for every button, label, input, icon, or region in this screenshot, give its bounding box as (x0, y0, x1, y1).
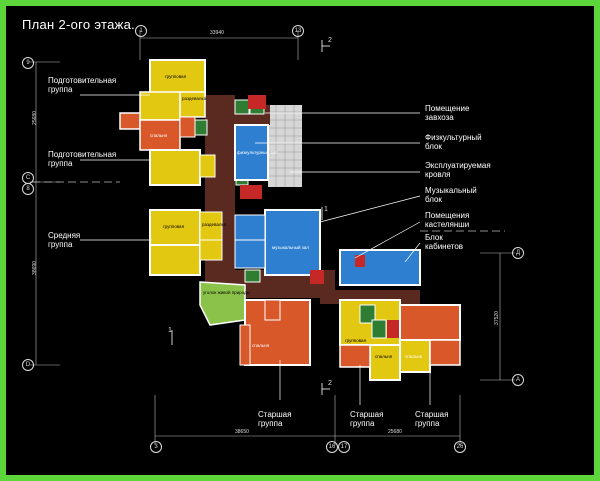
label-senior-group-2: Старшая группа (350, 410, 384, 428)
axis-right-1: Д (512, 247, 524, 259)
room-bedroom-top: спальня (150, 133, 168, 138)
room-gym-hall: физкультурный зал (237, 150, 278, 155)
axis-left-4: D (22, 359, 34, 371)
music-block (234, 209, 324, 284)
axis-left-3: 8 (22, 183, 34, 195)
middle-group-block (149, 209, 223, 276)
axis-bottom-1: 3 (150, 441, 162, 453)
room-bedroom-senior-1: спальня (252, 343, 270, 348)
roof-area (268, 105, 302, 187)
room-group-senior-2: групповая (345, 338, 366, 343)
room-bedroom-senior-2: спальня (375, 354, 393, 359)
label-prep-group-1: Подготовительная группа (48, 76, 117, 94)
room-group-mid: групповая (163, 224, 184, 229)
axis-bottom-3: 17 (338, 441, 350, 453)
prep-group-2-block (149, 149, 216, 186)
room-bedroom-senior-3: спальня (405, 354, 423, 359)
prep-group-1-block (119, 59, 208, 151)
label-offices: Блок кабинетов (425, 233, 464, 251)
section-mark-mid: 1 (324, 206, 328, 213)
label-gym: Физкультурный блок (425, 133, 482, 151)
office-block (339, 249, 421, 286)
leader-lines (80, 94, 431, 405)
room-music-hall: музыкальный зал (272, 245, 309, 250)
axis-dashed-lines (32, 181, 505, 232)
axis-left-1: 9 (22, 57, 34, 69)
axis-top-right: 13 (292, 25, 304, 37)
section-mark-bottom: 2 (328, 380, 332, 387)
label-roof: Эксплуатируемая кровля (425, 161, 491, 179)
axis-top-left: 1 (135, 25, 147, 37)
label-prep-group-2: Подготовительная группа (48, 150, 117, 168)
section-marks (171, 40, 330, 395)
label-storage: Помещение завхоза (425, 104, 470, 122)
room-dressing-mid: раздевалка (202, 222, 227, 227)
senior-groups-2-3-block (339, 299, 461, 381)
dim-left-bottom: 38690 (31, 261, 38, 275)
section-mark-top: 2 (328, 37, 332, 44)
room-group-top: групповая (165, 74, 186, 79)
plan-title: План 2-ого этажа. (22, 17, 136, 32)
nature-corner-block (199, 281, 246, 326)
dim-right: 37520 (493, 311, 500, 325)
room-dressing-top: раздевалка (182, 96, 207, 101)
room-nature-corner: уголок живой природы (203, 290, 250, 295)
senior-group-1-block (239, 299, 311, 366)
dim-bottom-right: 25680 (388, 429, 402, 435)
label-castellan: Помещения кастелянши (425, 211, 470, 229)
axis-bottom-4: 26 (454, 441, 466, 453)
gym-block (234, 95, 269, 199)
label-senior-group-1: Старшая группа (258, 410, 292, 428)
section-mark-left: 1 (168, 327, 172, 334)
label-middle-group: Средняя группа (48, 231, 81, 249)
axis-bottom-2: 16 (326, 441, 338, 453)
label-music: Музыкальный блок (425, 186, 477, 204)
label-senior-group-3: Старшая группа (415, 410, 449, 428)
dim-bottom-left: 38650 (235, 429, 249, 435)
dim-top: 33940 (210, 30, 224, 36)
axis-right-2: А (512, 374, 524, 386)
dim-left-top: 25680 (31, 111, 38, 125)
